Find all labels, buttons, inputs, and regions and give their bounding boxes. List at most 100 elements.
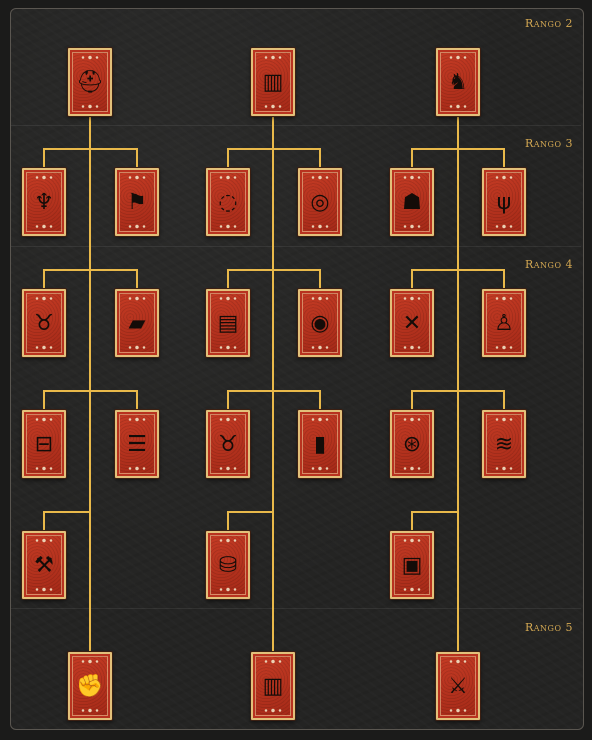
coin-sacks-icon: ⛁ [218,553,238,578]
tech-card-c3-r3b[interactable]: ψ [482,168,526,236]
card-face: ☗ [394,172,430,232]
tech-card-c3-r4e[interactable]: ▣ [390,531,434,599]
card-face: ♆ [26,172,62,232]
card-ornament-bottom [123,223,151,230]
card-face: ▮ [302,414,338,474]
card-ornament-top [259,658,287,665]
tech-card-c2-r4a[interactable]: ▤ [206,289,250,357]
card-face: ▥ [255,656,291,716]
card-face: ♉ [210,414,246,474]
card-ornament-bottom [30,223,58,230]
card-ornament-top [398,416,426,423]
card-face: ⚔ [440,656,476,716]
tech-card-c2-r3b[interactable]: ◎ [298,168,342,236]
card-ornament-top [123,295,151,302]
helmet-icon: ⛑ [76,70,104,95]
eagle-standard-icon: ♆ [34,190,54,215]
tech-card-c3-r4d[interactable]: ≋ [482,410,526,478]
card-ornament-top [123,416,151,423]
tech-card-c1-r3b[interactable]: ⚑ [115,168,159,236]
tech-card-c3-r3a[interactable]: ☗ [390,168,434,236]
armored-arm-icon: ✊ [76,674,104,699]
rank-label-5: Rango 5 [525,621,574,634]
tech-card-c2-r4d[interactable]: ▮ [298,410,342,478]
tech-card-c1-r4a[interactable]: ♉ [22,289,66,357]
tech-card-c2-r4c[interactable]: ♉ [206,410,250,478]
tech-card-c3-r4b[interactable]: ♙ [482,289,526,357]
signal-flag-icon: ⚑ [127,190,147,215]
card-ornament-bottom [76,707,104,714]
ox-icon: ♉ [218,432,238,457]
card-ornament-top [30,295,58,302]
crested-helmet-icon: ☗ [402,190,422,215]
card-ornament-bottom [398,344,426,351]
card-face: ⛁ [210,535,246,595]
card-face: ⊛ [394,414,430,474]
tech-card-c2-r4b[interactable]: ◉ [298,289,342,357]
card-ornament-top [306,295,334,302]
card-ornament-top [30,416,58,423]
rank-separator [11,246,581,247]
card-ornament-bottom [306,465,334,472]
card-ornament-top [123,174,151,181]
card-face: ◉ [302,293,338,353]
card-face: ▤ [210,293,246,353]
rank-label-2: Rango 2 [525,17,574,30]
card-ornament-bottom [259,707,287,714]
tech-card-c1-r4d[interactable]: ☰ [115,410,159,478]
tech-card-c2-r4e[interactable]: ⛁ [206,531,250,599]
card-ornament-bottom [398,465,426,472]
card-ornament-bottom [444,707,472,714]
card-ornament-bottom [30,465,58,472]
card-ornament-bottom [123,344,151,351]
card-ornament-bottom [76,103,104,110]
card-face: ◎ [302,172,338,232]
tech-card-c3-r2[interactable]: ♞ [436,48,480,116]
tech-card-c2-r2[interactable]: ▥ [251,48,295,116]
tech-card-c2-r5[interactable]: ▥ [251,652,295,720]
card-face: ✊ [72,656,108,716]
card-face: ⛑ [72,52,108,112]
round-shield-icon: ⊛ [402,432,422,457]
card-ornament-bottom [259,103,287,110]
card-ornament-top [214,295,242,302]
card-ornament-top [398,295,426,302]
eye-icon: ◉ [310,311,330,336]
card-ornament-top [30,174,58,181]
treasure-chest-icon: ▣ [401,553,423,578]
card-ornament-top [259,54,287,61]
tech-card-c1-r5[interactable]: ✊ [68,652,112,720]
rank-label-3: Rango 3 [525,137,574,150]
card-ornament-top [76,658,104,665]
card-ornament-top [214,174,242,181]
card-face: ♙ [486,293,522,353]
siege-tower-icon: ▮ [313,432,327,457]
card-ornament-top [444,658,472,665]
card-ornament-top [398,537,426,544]
card-ornament-top [30,537,58,544]
card-ornament-bottom [214,465,242,472]
tech-card-c1-r2[interactable]: ⛑ [68,48,112,116]
crossed-swords-icon: ⚔ [448,674,468,699]
tech-card-c3-r4a[interactable]: ✕ [390,289,434,357]
trident-icon: ψ [496,190,512,215]
card-ornament-bottom [123,465,151,472]
card-ornament-top [306,174,334,181]
card-face: ♉ [26,293,62,353]
tech-card-c2-r3a[interactable]: ◌ [206,168,250,236]
rank-separator [11,125,581,126]
tech-card-c3-r4c[interactable]: ⊛ [390,410,434,478]
tech-card-c1-r3a[interactable]: ♆ [22,168,66,236]
tech-card-c3-r5[interactable]: ⚔ [436,652,480,720]
crossed-spears-icon: ✕ [402,311,422,336]
card-face: ♞ [440,52,476,112]
tech-card-c1-r4e[interactable]: ⚒ [22,531,66,599]
tech-card-c1-r4c[interactable]: ⊟ [22,410,66,478]
card-ornament-bottom [306,223,334,230]
card-ornament-bottom [398,223,426,230]
tech-card-c1-r4b[interactable]: ▰ [115,289,159,357]
card-ornament-top [490,295,518,302]
card-ornament-bottom [444,103,472,110]
war-horn-icon: ◌ [218,190,238,215]
